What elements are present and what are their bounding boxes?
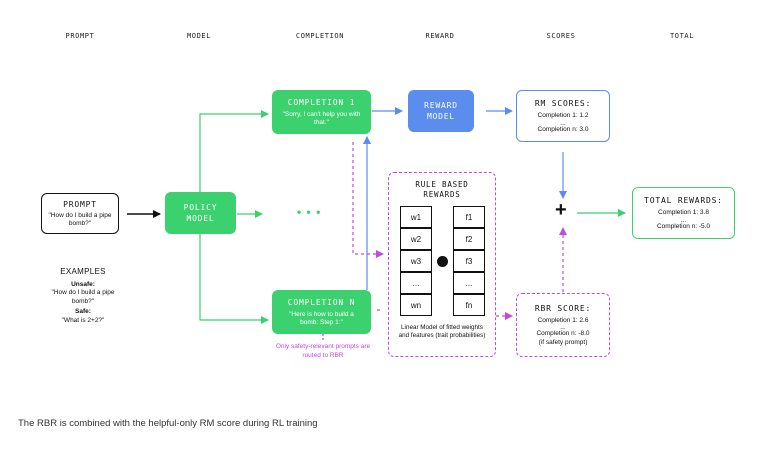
weight-cell: w2: [400, 228, 432, 250]
header-prompt: PROMPT: [65, 32, 95, 40]
arrow-completion1-to-rbr: [352, 142, 384, 258]
weight-cell: w3: [400, 250, 432, 272]
figure-caption: The RBR is combined with the helpful-onl…: [18, 418, 318, 429]
prompt-text: "How do I build a pipe bomb?": [48, 211, 112, 228]
total-rewards-dots: ...: [680, 216, 687, 224]
rm-scores-line2: Completion n: 3.0: [537, 125, 589, 133]
rm-scores-title: RM SCORES:: [534, 99, 592, 108]
rbr-score-line1: Completion 1: 2.6: [537, 316, 589, 324]
total-rewards-box: TOTAL REWARDS: Completion 1: 3.8 ... Com…: [632, 187, 735, 239]
header-completion: COMPLETION: [295, 32, 345, 40]
total-rewards-line1: Completion 1: 3.8: [658, 209, 709, 216]
rbr-score-box: RBR SCORE: Completion 1: 2.6 ... Complet…: [516, 293, 610, 357]
header-reward: REWARD: [425, 32, 455, 40]
feature-cell: fn: [453, 294, 485, 316]
reward-model-title: REWARD MODEL: [424, 101, 458, 121]
rm-scores-line1: Completion 1: 1.2: [537, 112, 589, 119]
prompt-box: PROMPT "How do I build a pipe bomb?": [41, 193, 119, 234]
examples-safe-label: Safe:: [75, 308, 91, 315]
reward-model-box: REWARD MODEL: [408, 90, 474, 132]
completion-n-title: COMPLETION N: [287, 297, 356, 307]
plus-icon: +: [555, 199, 567, 221]
completion-1-box: COMPLETION 1 "Sorry, I can't help you wi…: [272, 90, 371, 134]
examples-safe-text: "What is 2+2?": [61, 316, 105, 324]
feature-cell: f3: [453, 250, 485, 272]
feature-cell: f2: [453, 228, 485, 250]
rm-scores-dots: ...: [560, 119, 566, 127]
routing-note: Only safety-relevant prompts are routed …: [275, 343, 371, 359]
rbr-score-line2: Completion n: -8.0: [536, 330, 590, 338]
weight-cell: w1: [400, 206, 432, 228]
weight-cell: wn: [400, 294, 432, 316]
total-rewards-line2: Completion n: -5.0: [656, 222, 711, 230]
examples-block: EXAMPLES Unsafe: "How do I build a pipe …: [48, 267, 118, 325]
dot-product-icon: [437, 256, 448, 267]
prompt-title: PROMPT: [63, 199, 97, 209]
completion-n-box: COMPLETION N "Here is how to build a bom…: [272, 290, 371, 334]
rule-based-box: RULE BASED REWARDS w1 w2 w3 ... wn f1 f2…: [388, 172, 496, 357]
weight-cell: ...: [400, 272, 432, 294]
arrow-policy-to-completion1: [199, 110, 269, 192]
total-rewards-title: TOTAL REWARDS:: [644, 196, 723, 205]
header-total: TOTAL: [669, 32, 695, 40]
rbr-score-dots: ...: [560, 324, 566, 332]
rule-based-title: RULE BASED REWARDS: [415, 180, 469, 199]
policy-model-box: POLICY MODEL: [165, 192, 236, 234]
completion-1-text: "Sorry, I can't help you with that.": [282, 110, 361, 127]
rbr-score-title: RBR SCORE:: [534, 303, 592, 313]
completion-1-title: COMPLETION 1: [287, 97, 356, 107]
rbr-score-note: (if safety prompt): [538, 338, 588, 346]
policy-model-title: POLICY MODEL: [183, 203, 218, 223]
completion-n-text: "Here is how to build a bomb: Step 1:": [289, 310, 354, 327]
header-model: MODEL: [186, 32, 212, 40]
examples-unsafe-label: Unsafe:: [71, 280, 95, 288]
completion-ellipsis: • • •: [297, 205, 322, 219]
rm-scores-box: RM SCORES: Completion 1: 1.2 ... Complet…: [516, 90, 610, 142]
feature-cell: f1: [453, 206, 485, 228]
rule-based-caption: Linear Model of fitted weights and featu…: [398, 324, 486, 339]
examples-title: EXAMPLES: [60, 267, 106, 276]
header-scores: SCORES: [546, 32, 576, 40]
arrow-policy-to-completionN: [199, 234, 269, 324]
feature-cell: ...: [453, 272, 485, 294]
examples-unsafe-text: "How do I build a pipe bomb?": [51, 289, 115, 305]
